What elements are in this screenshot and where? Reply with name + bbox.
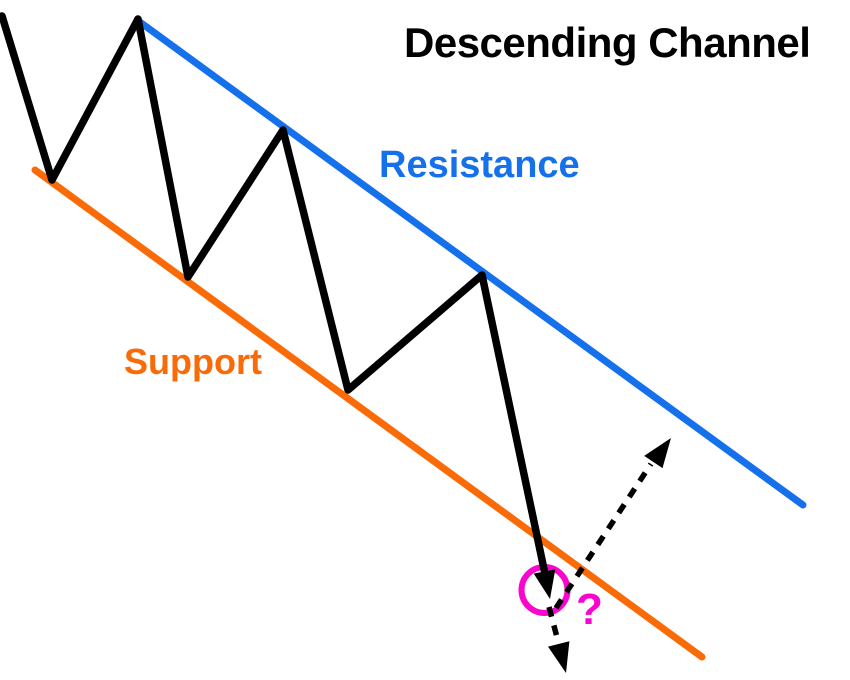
question-mark-label: ? — [576, 585, 603, 634]
price-zigzag-line — [0, 12, 549, 576]
resistance-line — [133, 16, 807, 509]
breakout-up-arrow-icon — [553, 462, 654, 610]
support-line — [31, 166, 706, 661]
diagram-title: Descending Channel — [404, 19, 811, 66]
resistance-label: Resistance — [379, 144, 580, 186]
breakout-down-arrow-icon — [546, 606, 561, 642]
support-label: Support — [124, 341, 262, 382]
price-line-arrowhead-icon — [533, 569, 556, 599]
breakout-up-arrowhead-icon — [644, 438, 671, 469]
breakout-down-arrowhead-icon — [548, 641, 570, 673]
